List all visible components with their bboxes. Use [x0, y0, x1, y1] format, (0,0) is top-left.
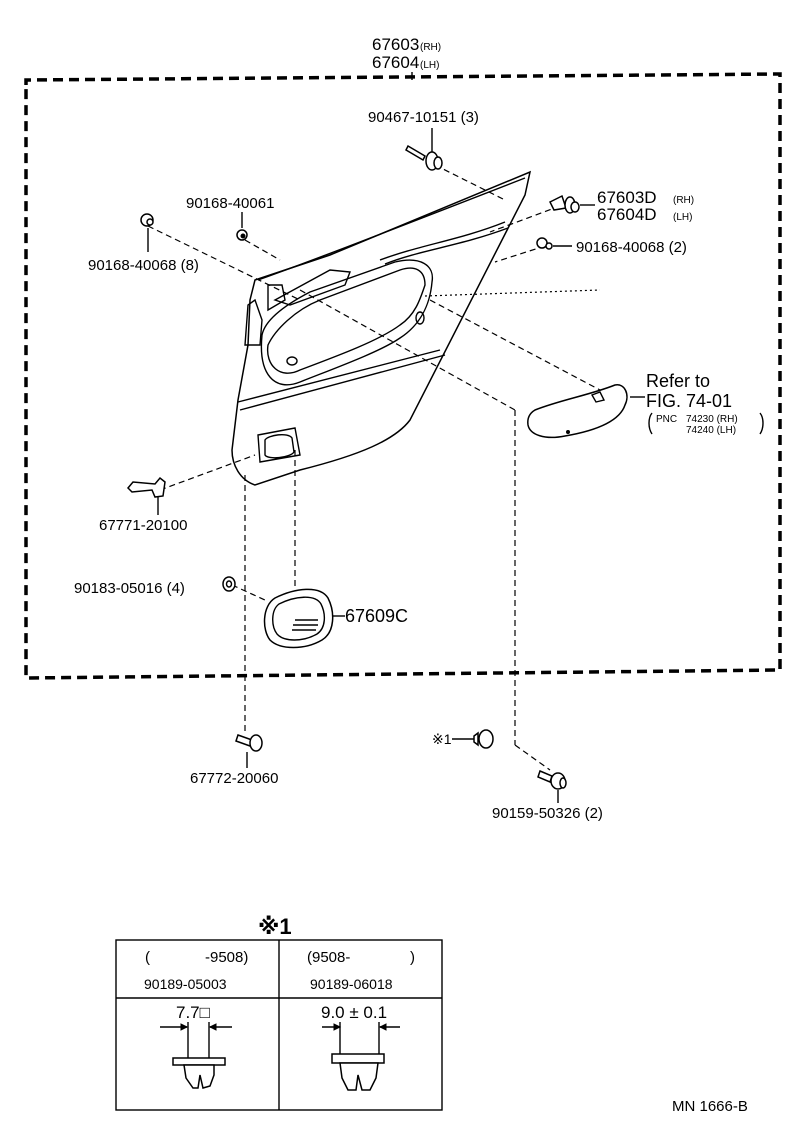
note-col1-clip-icon [160, 1022, 232, 1089]
label-screw-top: 90467-10151 (3) [368, 109, 479, 126]
label-refer-rh: 74230 (RH) [686, 414, 738, 425]
refer-bracket-left [648, 412, 653, 435]
diagram-code: MN 1666-B [672, 1098, 748, 1115]
label-refer-lh: 74240 (LH) [686, 425, 736, 436]
assembly-suffix-lh: (LH) [420, 60, 439, 71]
washer-icon [222, 576, 236, 592]
note-col2-part: 90189-06018 [310, 976, 393, 992]
assembly-suffix-rh: (RH) [420, 42, 441, 53]
screw-top-icon [405, 144, 443, 171]
refer-bracket-right [759, 412, 764, 435]
note-col2-range: (9508- [307, 949, 350, 966]
screw-lower-icon [537, 769, 567, 790]
door-trim-panel [231, 170, 532, 486]
label-clip-lower: 67772-20060 [190, 770, 278, 787]
note-table-title: ※1 [258, 914, 292, 939]
leader-armrest-dot [424, 289, 601, 297]
label-refer-fig: FIG. 74-01 [646, 391, 732, 411]
leader-washer [231, 584, 266, 601]
clip-upper-icon [548, 194, 580, 214]
label-bolt-right: 90168-40068 (2) [576, 239, 687, 256]
label-clip-upper-rh: 67603D [597, 188, 657, 207]
leader-clip-upper [489, 205, 561, 233]
leader-armrest [429, 299, 601, 391]
leader-bolt-upper [244, 239, 281, 261]
armrest-icon [527, 384, 628, 439]
leader-bolt-left [147, 225, 301, 301]
note-col1-part: 90189-05003 [144, 976, 227, 992]
note-col1-range-open: ( [145, 949, 150, 966]
note-clip-icon [473, 729, 494, 749]
note-col2-range-close: ) [410, 949, 415, 966]
label-clip-upper-lh-suffix: (LH) [673, 212, 692, 223]
bolt-upper-icon [236, 229, 248, 241]
note-col2-clip-icon [322, 1022, 400, 1091]
leader-bracket [159, 454, 256, 491]
bolt-right-icon [536, 237, 553, 250]
leader-lower-screw-diag [299, 289, 516, 411]
label-note-ref: ※1 [432, 731, 452, 747]
label-washer: 90183-05016 (4) [74, 580, 185, 597]
clip-lower-icon [235, 734, 263, 752]
note-col1-range: -9508) [205, 949, 248, 966]
label-bracket: 67771-20100 [99, 517, 187, 534]
label-grille: 67609C [345, 606, 408, 626]
label-clip-upper-lh: 67604D [597, 205, 657, 224]
label-refer-pnc: PNC [656, 414, 677, 425]
assembly-boundary [24, 72, 782, 680]
label-screw-lower: 90159-50326 (2) [492, 805, 603, 822]
assembly-number-lh: 67604 [372, 53, 419, 72]
bracket-icon [126, 476, 166, 498]
speaker-grille-icon [263, 588, 334, 649]
bolt-left-icon [140, 213, 154, 227]
label-refer-to: Refer to [646, 371, 710, 391]
leader-bolt-right [494, 245, 546, 263]
note-col1-dim: 7.7□ [176, 1003, 210, 1022]
note-col2-dim: 9.0 ± 0.1 [321, 1003, 387, 1022]
assembly-number-rh: 67603 [372, 35, 419, 54]
label-bolt-upper: 90168-40061 [186, 195, 274, 212]
note-table: ※1 ( -9508) (9508- ) 90189-05003 90189-0… [115, 914, 443, 1111]
leader-lower-screw-end [514, 744, 551, 771]
leader-screw-top [434, 164, 506, 201]
label-clip-upper-rh-suffix: (RH) [673, 195, 694, 206]
label-bolt-left: 90168-40068 (8) [88, 257, 199, 274]
